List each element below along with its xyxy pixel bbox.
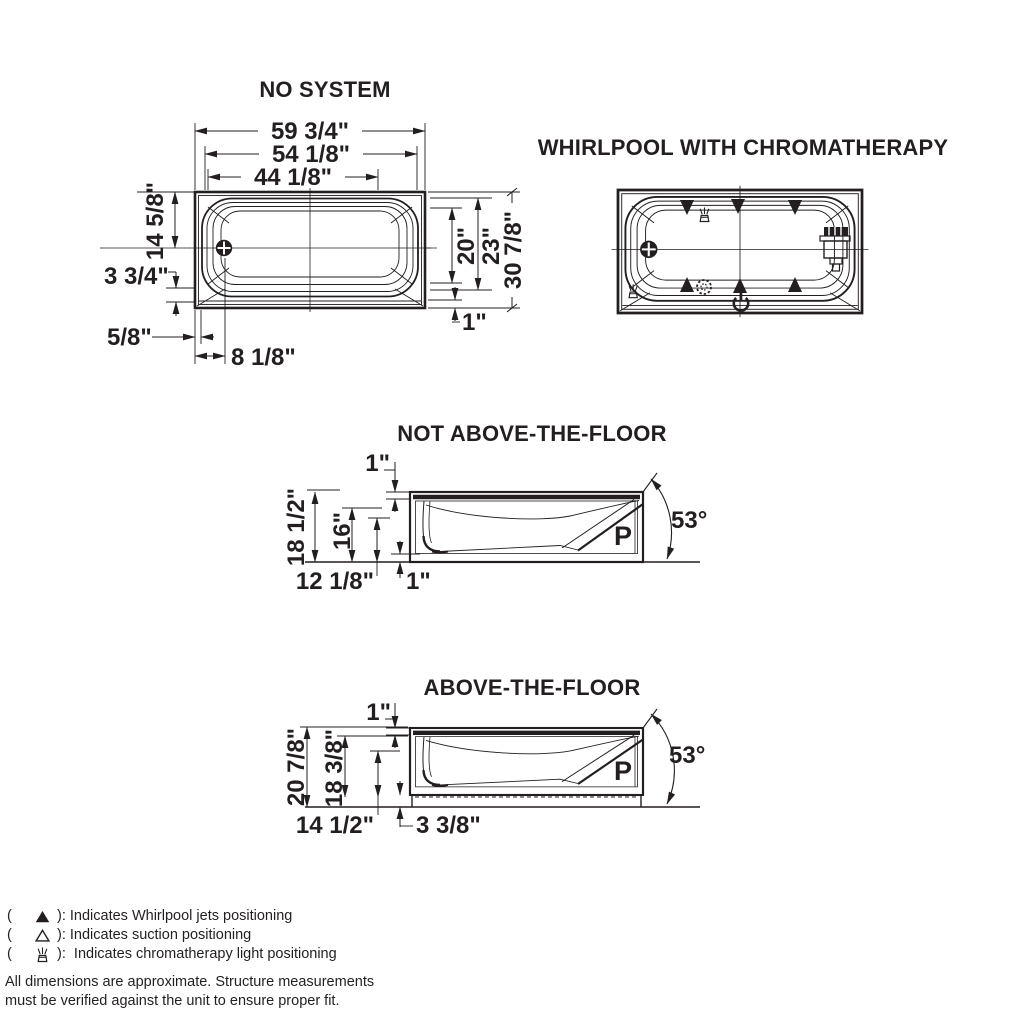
control-keypad-icon <box>732 292 750 312</box>
dim-right-bottom: 1" <box>462 309 487 336</box>
dim-bottom-right: 3 3/8" <box>416 812 481 839</box>
no-system-view: NO SYSTEM <box>100 77 527 371</box>
legend-item-chromatherapy: ( ): Indicates chromatherapy light posit… <box>5 945 337 964</box>
footnote-line1: All dimensions are approximate. Structur… <box>5 974 375 990</box>
dim-right-inner: 20" <box>453 227 480 265</box>
not-above-floor-labels: 1" 18 1/2" 16" 12 1/8" 1" 53° P <box>283 450 707 595</box>
pump-label: P <box>614 521 632 551</box>
dim-angle: 53° <box>671 507 707 534</box>
whirlpool-title: WHIRLPOOL WITH CHROMATHERAPY <box>538 135 949 160</box>
dim-angle: 53° <box>669 742 705 769</box>
dim-height-inner: 16" <box>329 512 356 550</box>
legend-item-label: ): Indicates Whirlpool jets positioning <box>57 908 293 924</box>
pump-assembly <box>819 227 851 272</box>
dim-overall-length: 59 3/4" <box>271 118 349 145</box>
whirlpool-view: WHIRLPOOL WITH CHROMATHERAPY <box>538 135 949 319</box>
legend-open-paren: ( <box>7 908 12 924</box>
dim-height-inner: 18 3/8" <box>321 729 348 807</box>
dim-mid-length: 54 1/8" <box>272 141 350 168</box>
chromatherapy-light-icon <box>27 946 57 963</box>
not-above-floor-dimension-lines <box>305 462 700 578</box>
footnote-line2: must be verified against the unit to ens… <box>5 993 340 1009</box>
footnote: All dimensions are approximate. Structur… <box>5 973 374 1011</box>
dim-bottom-left: 12 1/8" <box>296 568 374 595</box>
jet-icon <box>680 200 694 215</box>
dim-height-outer: 18 1/2" <box>283 488 310 566</box>
not-above-floor-title: NOT ABOVE-THE-FLOOR <box>397 421 666 446</box>
jet-icon <box>788 200 802 215</box>
suction-icon <box>696 279 712 295</box>
legend-item-suction: ( ): Indicates suction positioning <box>5 926 337 945</box>
dim-inner-length: 44 1/8" <box>254 164 332 191</box>
chromatherapy-light-icon <box>699 206 710 223</box>
dim-height-outer: 20 7/8" <box>283 728 310 806</box>
no-system-title: NO SYSTEM <box>259 77 390 102</box>
dim-left-upper: 14 5/8" <box>142 182 169 260</box>
dim-top-gap: 1" <box>366 699 391 726</box>
not-above-floor-view: NOT ABOVE-THE-FLOOR 1" 18 1/2" 16" <box>283 421 707 595</box>
above-floor-title: ABOVE-THE-FLOOR <box>424 675 641 700</box>
dim-right-overall: 30 7/8" <box>500 211 527 289</box>
dim-top-gap: 1" <box>365 450 390 477</box>
dim-left-bottom: 5/8" <box>107 324 152 351</box>
not-above-floor-tub-side <box>410 492 643 562</box>
above-floor-labels: 1" 20 7/8" 18 3/8" 14 1/2" 3 3/8" 53° P <box>283 699 705 839</box>
dim-right-mid: 23" <box>478 227 505 265</box>
legend-open-paren: ( <box>7 927 12 943</box>
legend-item-jets: ( ): Indicates Whirlpool jets positionin… <box>5 907 337 926</box>
jet-icon <box>680 277 694 292</box>
whirlpool-jet-icon <box>27 910 57 923</box>
jet-icon <box>731 199 745 214</box>
suction-triangle-icon <box>27 929 57 942</box>
above-floor-tub-side <box>410 728 643 807</box>
whirlpool-jet-icons <box>680 199 802 293</box>
jet-icon <box>788 277 802 292</box>
legend-item-label: ): Indicates chromatherapy light positio… <box>57 946 337 962</box>
legend-open-paren: ( <box>7 946 12 962</box>
dim-bottom: 8 1/8" <box>231 344 296 371</box>
dim-bottom-right: 1" <box>406 568 431 595</box>
above-floor-view: ABOVE-THE-FLOOR 1" 20 7/8" <box>283 675 705 839</box>
above-floor-dimension-lines <box>300 703 700 827</box>
no-system-dimension-labels: 59 3/4" 54 1/8" 44 1/8" 14 5/8" 3 3/4" 5… <box>104 118 527 371</box>
pump-label: P <box>614 756 632 786</box>
dim-left-lower: 3 3/4" <box>104 263 169 290</box>
legend-item-label: ): Indicates suction positioning <box>57 927 252 943</box>
jet-icon <box>733 278 747 293</box>
legend: ( ): Indicates Whirlpool jets positionin… <box>5 907 337 964</box>
dim-bottom-left: 14 1/2" <box>296 812 374 839</box>
